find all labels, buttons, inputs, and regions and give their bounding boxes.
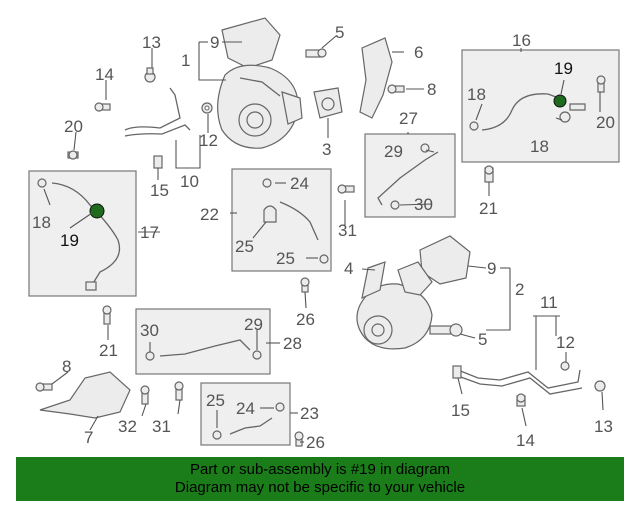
- callout-18b: 18: [530, 137, 549, 156]
- banner-line-2: Diagram may not be specific to your vehi…: [174, 479, 466, 496]
- callout-6: 6: [414, 43, 423, 62]
- bolt-32: [140, 385, 150, 405]
- callout-9a: 9: [210, 33, 219, 52]
- callout-27: 27: [399, 109, 418, 128]
- oil-tube-22: [262, 178, 329, 264]
- callout-20a: 20: [64, 117, 83, 136]
- callout-8b: 8: [62, 357, 71, 376]
- fitting-15b: [452, 365, 462, 379]
- callout-28: 28: [283, 334, 302, 353]
- bolt-20a: [67, 150, 79, 160]
- bolt-8b: [35, 382, 53, 392]
- callout-8a: 8: [427, 80, 436, 99]
- oil-feed-tube-10: [124, 87, 181, 131]
- callout-31a: 31: [338, 221, 357, 240]
- callout-18c: 18: [32, 213, 51, 232]
- callout-29b: 29: [244, 315, 263, 334]
- sensor-line-16: [469, 93, 586, 131]
- callout-14a: 14: [95, 65, 114, 84]
- callout-26b: 26: [306, 433, 325, 452]
- callout-30b: 30: [140, 321, 159, 340]
- callout-31b: 31: [152, 417, 171, 436]
- callout-13a: 13: [142, 33, 161, 52]
- gasket-4: [361, 261, 386, 300]
- turbocharger-upper: [217, 17, 303, 149]
- oil-tube-28: [145, 339, 262, 361]
- part-19-highlight-a: [553, 94, 567, 108]
- bolt-31b: [174, 381, 184, 401]
- callout-20b: 20: [596, 113, 615, 132]
- bolt-13a: [144, 67, 156, 83]
- bolt-8a: [387, 84, 405, 94]
- callout-11: 11: [540, 293, 558, 312]
- callout-2: 2: [515, 280, 524, 299]
- callout-17: 17: [140, 223, 159, 242]
- washer-12a: [201, 102, 213, 114]
- callout-25a: 25: [235, 237, 254, 256]
- inset-box-22: [231, 168, 332, 272]
- callout-5a: 5: [335, 23, 344, 42]
- callout-15a: 15: [150, 181, 169, 200]
- callout-26a: 26: [296, 310, 315, 329]
- inset-box-27: [364, 133, 456, 218]
- callout-13b: 13: [594, 417, 613, 436]
- callout-30a: 30: [414, 195, 433, 214]
- fitting-15a: [153, 155, 163, 169]
- bolt-31a: [337, 184, 355, 194]
- callout-24b: 24: [236, 399, 255, 418]
- callout-21b: 21: [99, 341, 118, 360]
- callout-18a: 18: [467, 85, 486, 104]
- bolt-21b: [102, 305, 112, 325]
- bolt-26a: [300, 277, 310, 293]
- banner-line-1: Part or sub-assembly is #19 in diagram: [189, 461, 451, 478]
- parts-diagram: 1 9 5 6 8 3 13 14 20 12 10 15 16 19 18 2…: [28, 17, 620, 452]
- callout-labels: 1 9 5 6 8 3 13 14 20 12 10 15 16 19 18 2…: [32, 23, 615, 452]
- callout-19b: 19: [60, 231, 79, 250]
- callout-4: 4: [344, 259, 353, 278]
- bolt-5b: [429, 323, 463, 337]
- inset-box-28: [135, 308, 271, 375]
- oil-tube-23: [212, 402, 285, 440]
- washer-12b: [560, 361, 570, 371]
- callout-25c: 25: [206, 391, 225, 410]
- oil-line-11: [457, 369, 581, 389]
- turbocharger-lower: [356, 235, 471, 350]
- callout-12a: 12: [199, 131, 218, 150]
- callout-5b: 5: [478, 330, 487, 349]
- callout-14b: 14: [516, 431, 535, 450]
- bolt-13b: [594, 380, 606, 392]
- bolt-14b: [516, 393, 526, 407]
- callout-19a: 19: [554, 59, 573, 78]
- bolt-5a: [305, 48, 327, 58]
- callout-1: 1: [181, 51, 190, 70]
- inset-box-16: [461, 49, 620, 163]
- heat-shield-6: [359, 37, 393, 119]
- bolt-14a: [94, 102, 111, 112]
- callout-21a: 21: [479, 199, 498, 218]
- callout-23: 23: [300, 404, 319, 423]
- callout-24a: 24: [290, 174, 309, 193]
- inset-box-17: [28, 170, 137, 297]
- callout-3: 3: [322, 140, 331, 159]
- callout-32: 32: [118, 417, 137, 436]
- callout-15b: 15: [451, 401, 470, 420]
- callout-10: 10: [180, 172, 199, 191]
- callout-22: 22: [200, 205, 219, 224]
- callout-7: 7: [84, 428, 93, 447]
- sensor-line-17: [37, 178, 121, 291]
- bolt-26b: [294, 431, 304, 447]
- leader-lines: [43, 35, 604, 443]
- info-banner: Part or sub-assembly is #19 in diagram D…: [16, 457, 624, 501]
- bolt-21a: [484, 165, 494, 183]
- callout-25b: 25: [276, 249, 295, 268]
- callout-16: 16: [512, 31, 531, 50]
- heat-shield-7: [39, 371, 131, 419]
- callout-9b: 9: [487, 259, 496, 278]
- bolt-20b: [596, 75, 606, 93]
- callout-29a: 29: [384, 142, 403, 161]
- part-19-highlight-b: [89, 203, 105, 219]
- callout-12b: 12: [556, 333, 575, 352]
